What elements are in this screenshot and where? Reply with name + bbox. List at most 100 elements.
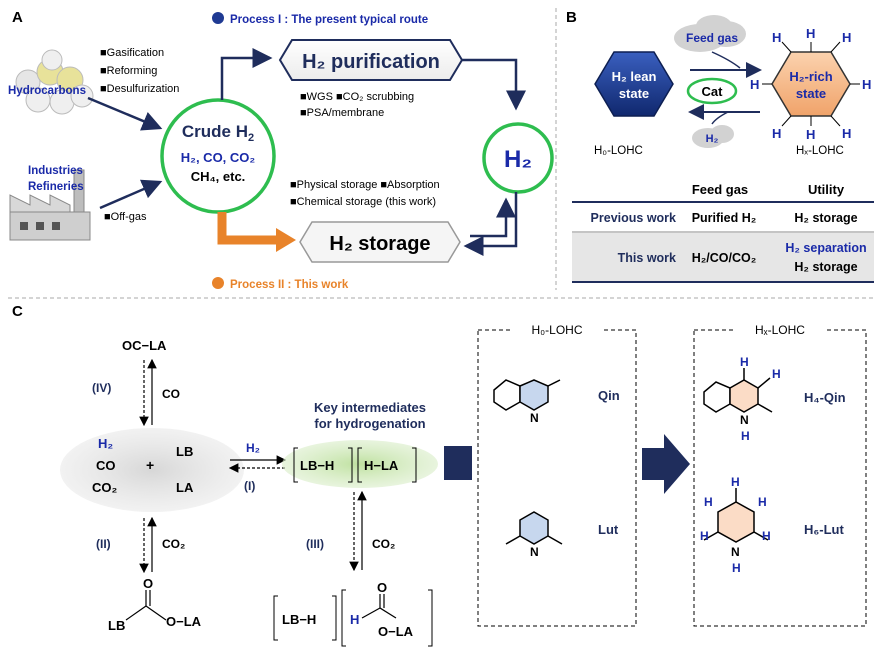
mix-la: LA xyxy=(176,480,194,495)
bullet-reforming: ■Reforming xyxy=(100,65,157,77)
formate-ola: O−LA xyxy=(378,624,414,639)
h2-purification-box xyxy=(278,39,464,81)
row-previous-label: Previous work xyxy=(591,211,676,225)
svg-text:H: H xyxy=(806,127,815,142)
arrow-hydrocarbons-to-crude xyxy=(87,96,163,131)
co2-ii-label: CO₂ xyxy=(162,537,185,551)
co2-iii-label: CO₂ xyxy=(372,537,395,551)
row-previous-utility: H₂ storage xyxy=(794,211,857,225)
cat-label: Cat xyxy=(702,84,724,99)
crude-h2-line1: H₂, CO, CO₂ xyxy=(181,150,256,165)
h2-storage-box xyxy=(299,221,461,263)
refineries-label: Refineries xyxy=(28,181,84,193)
carbamate-structure xyxy=(125,590,167,621)
rich-hexagon-hydrogens: H H H H H H H H xyxy=(750,26,871,142)
h6lut-h-top: H xyxy=(731,475,740,489)
arrow-i-h2: H₂ xyxy=(246,441,260,455)
h4qin-n: N xyxy=(740,413,749,427)
arrow-feed-in xyxy=(711,51,741,69)
roman-ii: (II) xyxy=(96,537,111,551)
h0-lohc-label: H₀-LOHC xyxy=(594,145,643,157)
arrow-crude-to-purification xyxy=(220,48,273,100)
roman-iii: (III) xyxy=(306,537,324,551)
arrow-h2-to-storage xyxy=(463,192,518,256)
mix-h2: H₂ xyxy=(98,436,113,451)
mix-lb: LB xyxy=(176,444,193,459)
lut-label: Lut xyxy=(598,522,619,537)
row-this-utility-2: H₂ storage xyxy=(794,260,857,274)
quinoline-n: N xyxy=(530,411,539,425)
bracket-formate-left xyxy=(341,589,346,647)
lutidine-n: N xyxy=(530,545,539,559)
lean-line2: state xyxy=(619,86,649,101)
hydrocarbon-molecule-icon xyxy=(15,49,94,115)
mix-plus: + xyxy=(146,457,154,473)
h6lut-h-r: H xyxy=(762,529,771,543)
purification-bullet-1: ■WGS ■CO₂ scrubbing xyxy=(300,91,414,103)
svg-text:H: H xyxy=(842,30,851,45)
arrow-storage-to-h2 xyxy=(470,197,516,238)
feed-gas-cloud-icon xyxy=(674,15,746,52)
rich-line2: state xyxy=(796,86,826,101)
catalyst-ellipse xyxy=(686,77,738,105)
bracket-lbh-right xyxy=(348,447,353,483)
orange-arrow-head xyxy=(276,228,296,252)
svg-text:H: H xyxy=(842,126,851,141)
h6lut-label: H₆-Lut xyxy=(804,522,845,537)
table-header-utility: Utility xyxy=(808,182,845,197)
storage-bullet-2: ■Chemical storage (this work) xyxy=(290,196,436,208)
bullet-desulfurization: ■Desulfurization xyxy=(100,83,179,95)
intermediate-cloud xyxy=(282,440,438,488)
bracket-hla-left xyxy=(357,447,362,483)
bracket-formate-lbh-right xyxy=(332,595,337,641)
roman-iv: (IV) xyxy=(92,381,111,395)
quinoline-structure xyxy=(493,379,561,411)
h6lut-h-n: H xyxy=(732,561,741,575)
hx-lohc-title: Hₓ-LOHC xyxy=(755,323,805,337)
arrow-offgas-to-crude xyxy=(99,179,163,210)
qin-label: Qin xyxy=(598,388,620,403)
big-transform-arrow xyxy=(642,434,690,494)
factory-icon xyxy=(9,169,91,241)
svg-text:H: H xyxy=(750,77,759,92)
h6lut-h-l: H xyxy=(700,529,709,543)
hydrocarbons-label: Hydrocarbons xyxy=(8,85,86,97)
svg-text:H: H xyxy=(772,126,781,141)
oc-la-label: OC−LA xyxy=(122,338,167,353)
bracket-formate-lbh-left xyxy=(273,595,278,641)
h0-lohc-box xyxy=(477,329,637,627)
h6lut-h-tl: H xyxy=(704,495,713,509)
hx-lohc-title-bg xyxy=(735,322,825,338)
table-header-feed: Feed gas xyxy=(692,182,748,197)
h4qin-h-top: H xyxy=(740,355,749,369)
row-this-utility-1: H₂ separation xyxy=(785,241,866,255)
h2-lean-hexagon xyxy=(594,51,674,117)
carbamate-o: O xyxy=(143,576,153,591)
formate-h: H xyxy=(350,612,359,627)
piperidine-structure xyxy=(703,488,769,543)
h2-out-cloud-icon xyxy=(692,125,734,148)
process1-dot xyxy=(212,12,224,24)
lutidine-structure xyxy=(505,511,563,545)
bullet-gasification: ■Gasification xyxy=(100,47,164,59)
bracket-hla-right xyxy=(412,447,417,483)
bullet-offgas: ■Off-gas xyxy=(104,211,147,223)
bracket-formate-right xyxy=(428,589,433,647)
h0-lohc-title: H₀-LOHC xyxy=(532,323,583,337)
process2-label: Process II : This work xyxy=(230,279,349,291)
hx-lohc-label: Hₓ-LOHC xyxy=(796,145,844,157)
h2-purification-label: H₂ purification xyxy=(302,51,440,73)
h0-lohc-title-bg xyxy=(512,322,602,338)
row-this-feed: H₂/CO/CO₂ xyxy=(692,251,757,265)
row-previous-feed: Purified H₂ xyxy=(692,211,757,225)
row-this-work-bg xyxy=(572,233,874,281)
h2-product-label: H₂ xyxy=(504,146,532,173)
rich-line1: H₂-rich xyxy=(789,69,832,84)
crude-h2-title: Crude H2 xyxy=(182,122,254,144)
crude-h2-line2: CH₄, etc. xyxy=(191,169,246,184)
h2-storage-label: H₂ storage xyxy=(329,233,430,255)
carbamate-ola: O−LA xyxy=(166,614,202,629)
row-this-label: This work xyxy=(618,251,676,265)
h4qin-h-n: H xyxy=(741,429,750,443)
panel-label-c: C xyxy=(12,303,23,320)
